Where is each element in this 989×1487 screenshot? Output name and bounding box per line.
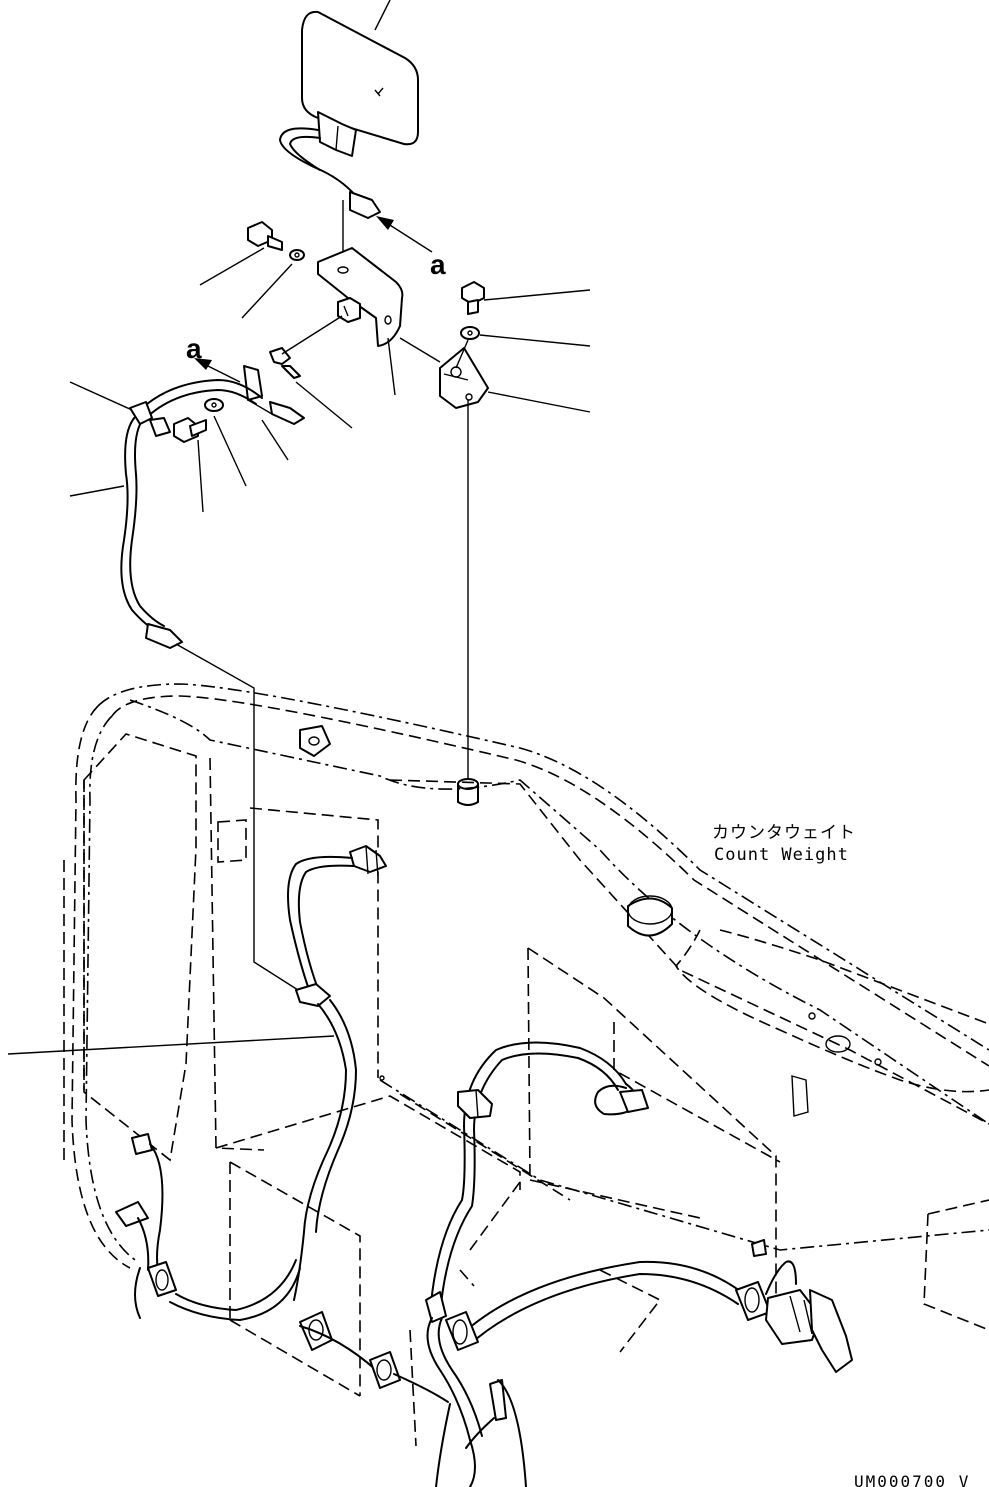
bolt-right (460, 281, 485, 340)
bolt-lower-left (173, 398, 224, 443)
drawing-code: UM000700 V (854, 1472, 970, 1487)
mounting-bracket (317, 247, 404, 347)
counterweight-outline (63, 683, 989, 1447)
ground-terminal (269, 315, 343, 379)
bolt-left (247, 221, 305, 261)
leader-line-harness (7, 1035, 335, 1055)
leader-line-lamp (374, 0, 391, 31)
lamp-wire-harness (120, 379, 263, 649)
detail-mark-left: a (186, 333, 202, 364)
detail-mark-top: a (430, 249, 446, 280)
counterweight-label-en: Count Weight (714, 845, 849, 865)
main-harness (115, 845, 853, 1487)
terminal-plate (243, 365, 305, 425)
angle-bracket (439, 347, 489, 409)
counterweight-label-jp: カウンタウェイト (712, 823, 856, 843)
detail-arrow-left: a (186, 333, 241, 383)
work-lamp (279, 10, 419, 219)
detail-arrow-top: a (376, 216, 446, 280)
mount-boss (457, 778, 479, 806)
frame-features (299, 725, 882, 1117)
